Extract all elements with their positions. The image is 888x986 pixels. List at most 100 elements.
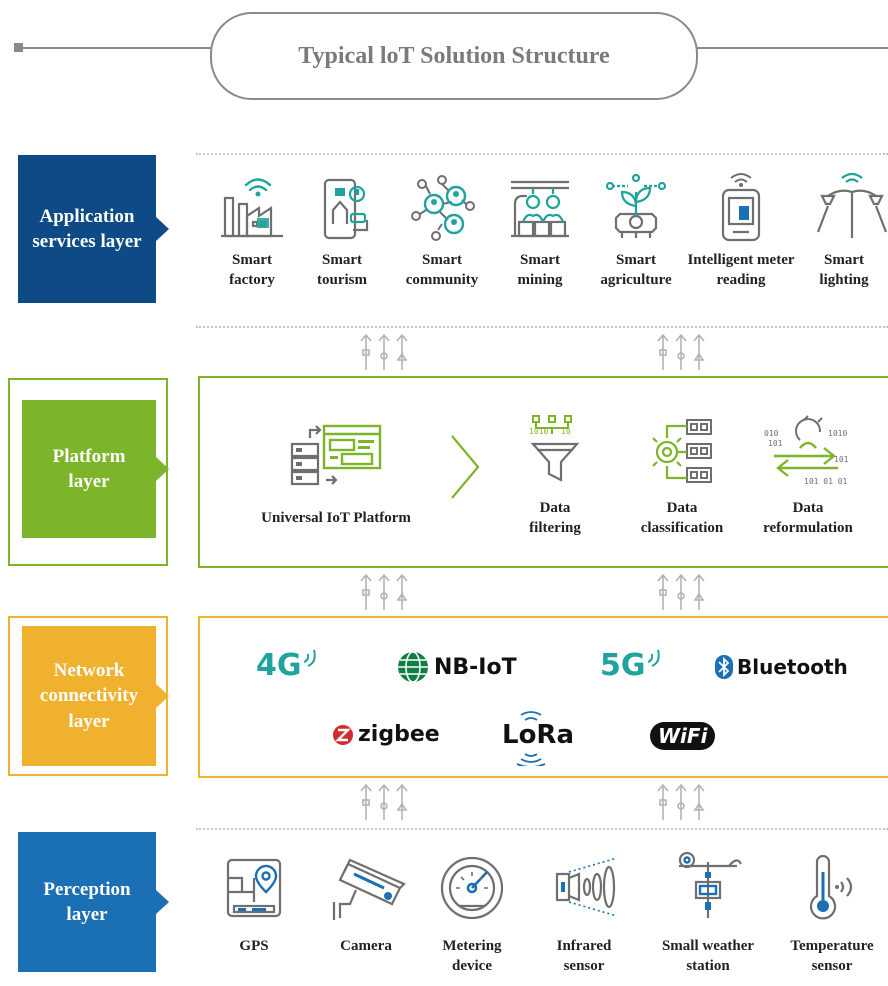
svg-text:1010: 1010: [529, 427, 548, 436]
app-item-factory: Smart factory: [207, 172, 297, 291]
application-layer-label: Application services layer: [18, 155, 156, 303]
signal-icon: [303, 649, 316, 667]
classification-icon: [652, 419, 712, 483]
title-line-right: [694, 47, 888, 49]
svg-text:10: 10: [561, 427, 571, 436]
perception-item-metering: Metering device: [430, 852, 514, 977]
app-item-meter: Intelligent meter reading: [676, 172, 806, 291]
network-layer-pointer: [156, 684, 169, 708]
svg-text:010: 010: [764, 429, 779, 438]
app-item-label: Intelligent meter reading: [687, 252, 795, 289]
gauge-icon: [440, 856, 504, 920]
logo-bluetooth-text: Bluetooth: [737, 655, 848, 679]
logo-bluetooth: Bluetooth: [714, 654, 848, 680]
perception-item-temperature: Temperature sensor: [778, 852, 886, 977]
network-layer-label: Network connectivity layer: [22, 626, 156, 766]
platform-layer-pointer: [156, 457, 169, 481]
logo-zigbee: zigbee: [332, 722, 440, 747]
perception-item-label: Infrared sensor: [556, 938, 612, 975]
perception-item-label: Temperature sensor: [790, 938, 874, 975]
app-item-mining: Smart mining: [495, 172, 585, 291]
app-item-label: Smart mining: [517, 252, 563, 289]
weather-station-icon: [678, 852, 742, 918]
mining-icon: [511, 180, 569, 238]
infrared-icon: [555, 857, 618, 917]
perception-item-label: Metering device: [442, 938, 502, 975]
camera-icon: [332, 858, 406, 920]
bluetooth-icon: [715, 655, 733, 679]
network-panel: [198, 616, 888, 778]
chevron-right-icon: [451, 435, 480, 499]
gps-icon: [226, 858, 282, 918]
separator: [196, 153, 888, 155]
wave-icon: [520, 711, 542, 721]
logo-4g: 4G: [256, 648, 320, 683]
perception-layer-label: Perception layer: [18, 832, 156, 972]
application-layer-pointer: [156, 217, 169, 241]
separator: [196, 326, 888, 328]
logo-nbiot-text: NB-IoT: [434, 654, 517, 680]
svg-text:101 01 01: 101 01 01: [804, 477, 848, 486]
platform-item-label: Data filtering: [529, 500, 581, 537]
logo-zigbee-text: zigbee: [358, 722, 440, 747]
platform-layer-label: Platform layer: [22, 400, 156, 538]
perception-item-camera: Camera: [322, 852, 410, 956]
data-flow-arrows: [657, 333, 705, 370]
perception-item-weather: Small weather station: [648, 852, 768, 977]
tourism-icon: [323, 178, 369, 240]
factory-icon: [221, 178, 283, 238]
logo-5g-text: 5G: [600, 648, 646, 683]
title-line-left: [22, 47, 212, 49]
svg-text:101: 101: [768, 439, 783, 448]
street-light-icon: [816, 172, 888, 238]
perception-item-label: Camera: [340, 938, 392, 954]
title-line-left-cap: [14, 43, 23, 52]
globe-icon: [398, 651, 428, 683]
app-item-label: Smart community: [405, 252, 479, 289]
logo-wifi: WiFi: [650, 722, 716, 750]
app-item-label: Smart factory: [229, 252, 275, 289]
svg-text:1010: 1010: [828, 429, 847, 438]
app-item-label: Smart lighting: [819, 252, 869, 289]
zigbee-icon: [333, 724, 353, 745]
wave-icon: [516, 753, 546, 766]
app-item-label: Smart tourism: [317, 252, 367, 289]
svg-text:101: 101: [834, 455, 849, 464]
logo-nbiot: NB-IoT: [396, 650, 517, 684]
app-item-tourism: Smart tourism: [297, 172, 387, 291]
perception-layer-pointer: [156, 890, 169, 914]
platform-item-classification: Data classification: [626, 412, 738, 539]
platform-item-filtering: 1010 10 Data filtering: [510, 412, 600, 539]
logo-lora-text: LoRa: [502, 720, 574, 750]
data-flow-arrows: [657, 573, 705, 610]
perception-item-label: Small weather station: [661, 938, 755, 975]
logo-4g-text: 4G: [256, 648, 302, 683]
perception-item-label: GPS: [239, 938, 269, 954]
platform-main: Universal IoT Platform: [236, 422, 436, 528]
data-flow-arrows: [360, 783, 408, 820]
agriculture-icon: [605, 173, 667, 238]
community-icon: [411, 175, 475, 241]
platform-item-label: Data reformulation: [763, 500, 853, 537]
perception-item-infrared: Infrared sensor: [540, 852, 628, 977]
logo-wifi-text: WiFi: [650, 722, 716, 750]
iot-platform-icon: [290, 424, 382, 486]
logo-5g: 5G: [600, 648, 664, 683]
platform-item-label: Data classification: [640, 500, 724, 537]
platform-main-label: Universal IoT Platform: [261, 510, 411, 526]
perception-item-gps: GPS: [212, 852, 296, 956]
separator: [196, 828, 888, 830]
app-item-agriculture: Smart agriculture: [588, 172, 684, 291]
signal-icon: [647, 649, 660, 667]
data-flow-arrows: [360, 573, 408, 610]
thermometer-icon: [809, 854, 853, 920]
meter-icon: [721, 173, 761, 242]
data-flow-arrows: [657, 783, 705, 820]
app-item-lighting: Smart lighting: [808, 172, 888, 291]
funnel-icon: 1010 10: [529, 415, 580, 482]
logo-lora: LoRa: [502, 711, 574, 766]
page-title: Typical loT Solution Structure: [210, 12, 698, 100]
data-flow-arrows: [360, 333, 408, 370]
